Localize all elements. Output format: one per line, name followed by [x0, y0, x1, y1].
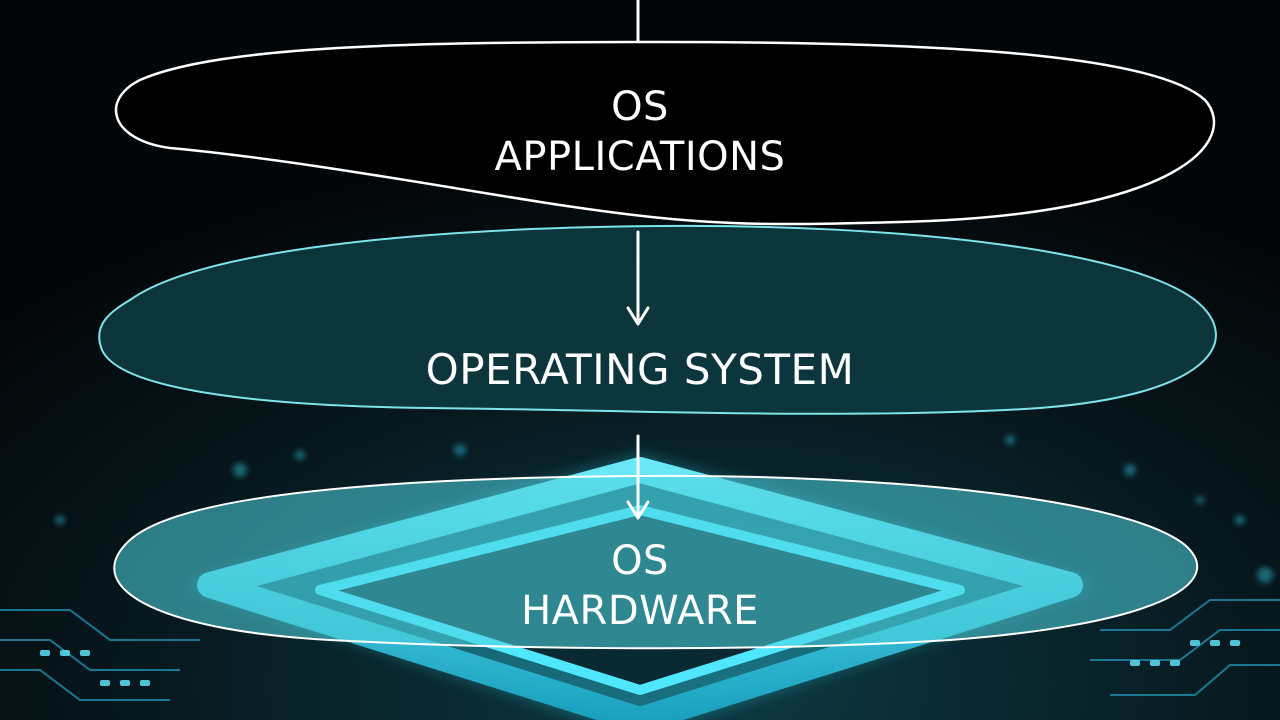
operating-system-layer-label: OPERATING SYSTEM — [0, 344, 1280, 397]
arrow-os-to-hardware — [626, 434, 650, 520]
hardware-layer-label: OS HARDWARE — [0, 536, 1280, 636]
hardware-line-1: OS — [611, 538, 669, 584]
hardware-layer-shape — [113, 474, 1198, 650]
applications-layer-label: OS APPLICATIONS — [0, 82, 1280, 182]
circuit-pads — [40, 640, 1240, 686]
hardware-line-2: HARDWARE — [521, 588, 759, 634]
applications-line-2: APPLICATIONS — [494, 134, 786, 180]
arrow-applications-to-os — [626, 230, 650, 326]
applications-layer-shape — [114, 40, 1216, 226]
applications-line-1: OS — [611, 84, 669, 130]
operating-system-line-1: OPERATING SYSTEM — [425, 345, 855, 394]
os-layer-shape — [98, 224, 1217, 415]
background-bokeh — [55, 435, 1273, 583]
